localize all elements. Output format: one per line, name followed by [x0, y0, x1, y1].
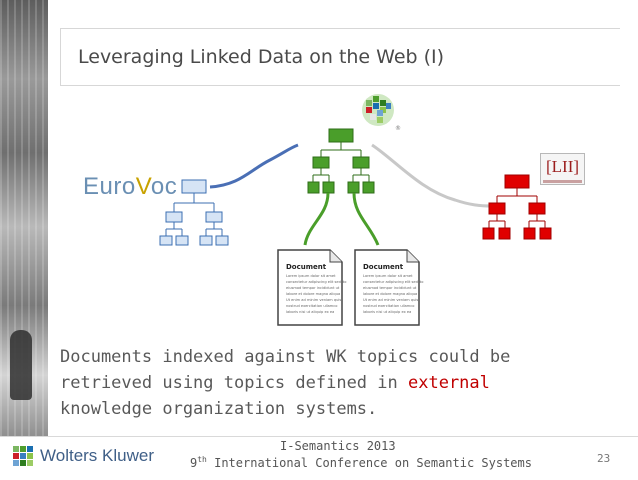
slide-body-text: Documents indexed against WK topics coul…	[60, 344, 520, 422]
link-wk-to-lii	[372, 145, 492, 206]
person-silhouette	[10, 330, 32, 400]
event-subtitle: 9th International Conference on Semantic…	[190, 455, 532, 470]
svg-text:laboris nisi ut aliquip ex ea: laboris nisi ut aliquip ex ea	[286, 310, 334, 314]
event-name: I-Semantics 2013	[280, 439, 396, 453]
link-wk-to-document-1	[305, 193, 328, 245]
svg-text:®: ®	[395, 125, 401, 132]
svg-text:eiusmod tempor incididunt ut: eiusmod tempor incididunt ut	[286, 286, 340, 290]
link-eurovoc-to-wk	[210, 145, 298, 187]
svg-text:labore et dolore magna aliqua: labore et dolore magna aliqua	[286, 292, 340, 296]
document-card-1: Document Lorem ipsum dolor sit amet cons…	[278, 250, 347, 325]
svg-text:nostrud exercitation ullamco: nostrud exercitation ullamco	[363, 304, 414, 308]
svg-text:Ut enim ad minim veniam quis: Ut enim ad minim veniam quis	[286, 298, 341, 302]
background-photo-strip	[0, 0, 48, 436]
svg-text:nostrud exercitation ullamco: nostrud exercitation ullamco	[286, 304, 337, 308]
accent-word: external	[408, 373, 490, 393]
wolters-kluwer-logo-icon	[12, 445, 34, 467]
slide-title: Leveraging Linked Data on the Web (I)	[78, 46, 444, 68]
svg-text:Lorem ipsum dolor sit amet: Lorem ipsum dolor sit amet	[286, 274, 336, 278]
svg-text:labore et dolore magna aliqua: labore et dolore magna aliqua	[363, 292, 417, 296]
document-2-heading: Document	[363, 263, 404, 271]
linked-data-diagram: ®	[60, 90, 580, 340]
svg-text:Lorem ipsum dolor sit amet: Lorem ipsum dolor sit amet	[363, 274, 413, 278]
svg-text:eiusmod tempor incididunt ut: eiusmod tempor incididunt ut	[363, 286, 417, 290]
svg-text:Ut enim ad minim veniam quis: Ut enim ad minim veniam quis	[363, 298, 418, 302]
company-name: Wolters Kluwer	[40, 446, 154, 466]
svg-text:consectetur adipiscing elit se: consectetur adipiscing elit sed do	[286, 280, 347, 284]
svg-text:consectetur adipiscing elit se: consectetur adipiscing elit sed do	[363, 280, 424, 284]
page-number: 23	[597, 452, 610, 465]
wk-mosaic-logo-icon: ®	[362, 94, 401, 132]
lii-tree	[483, 175, 551, 239]
document-card-2: Document Lorem ipsum dolor sit amet cons…	[355, 250, 424, 325]
wk-topics-tree	[308, 129, 374, 193]
svg-text:laboris nisi ut aliquip ex ea: laboris nisi ut aliquip ex ea	[363, 310, 411, 314]
link-wk-to-document-2	[354, 193, 378, 245]
document-1-heading: Document	[286, 263, 327, 271]
eurovoc-tree	[160, 180, 228, 245]
